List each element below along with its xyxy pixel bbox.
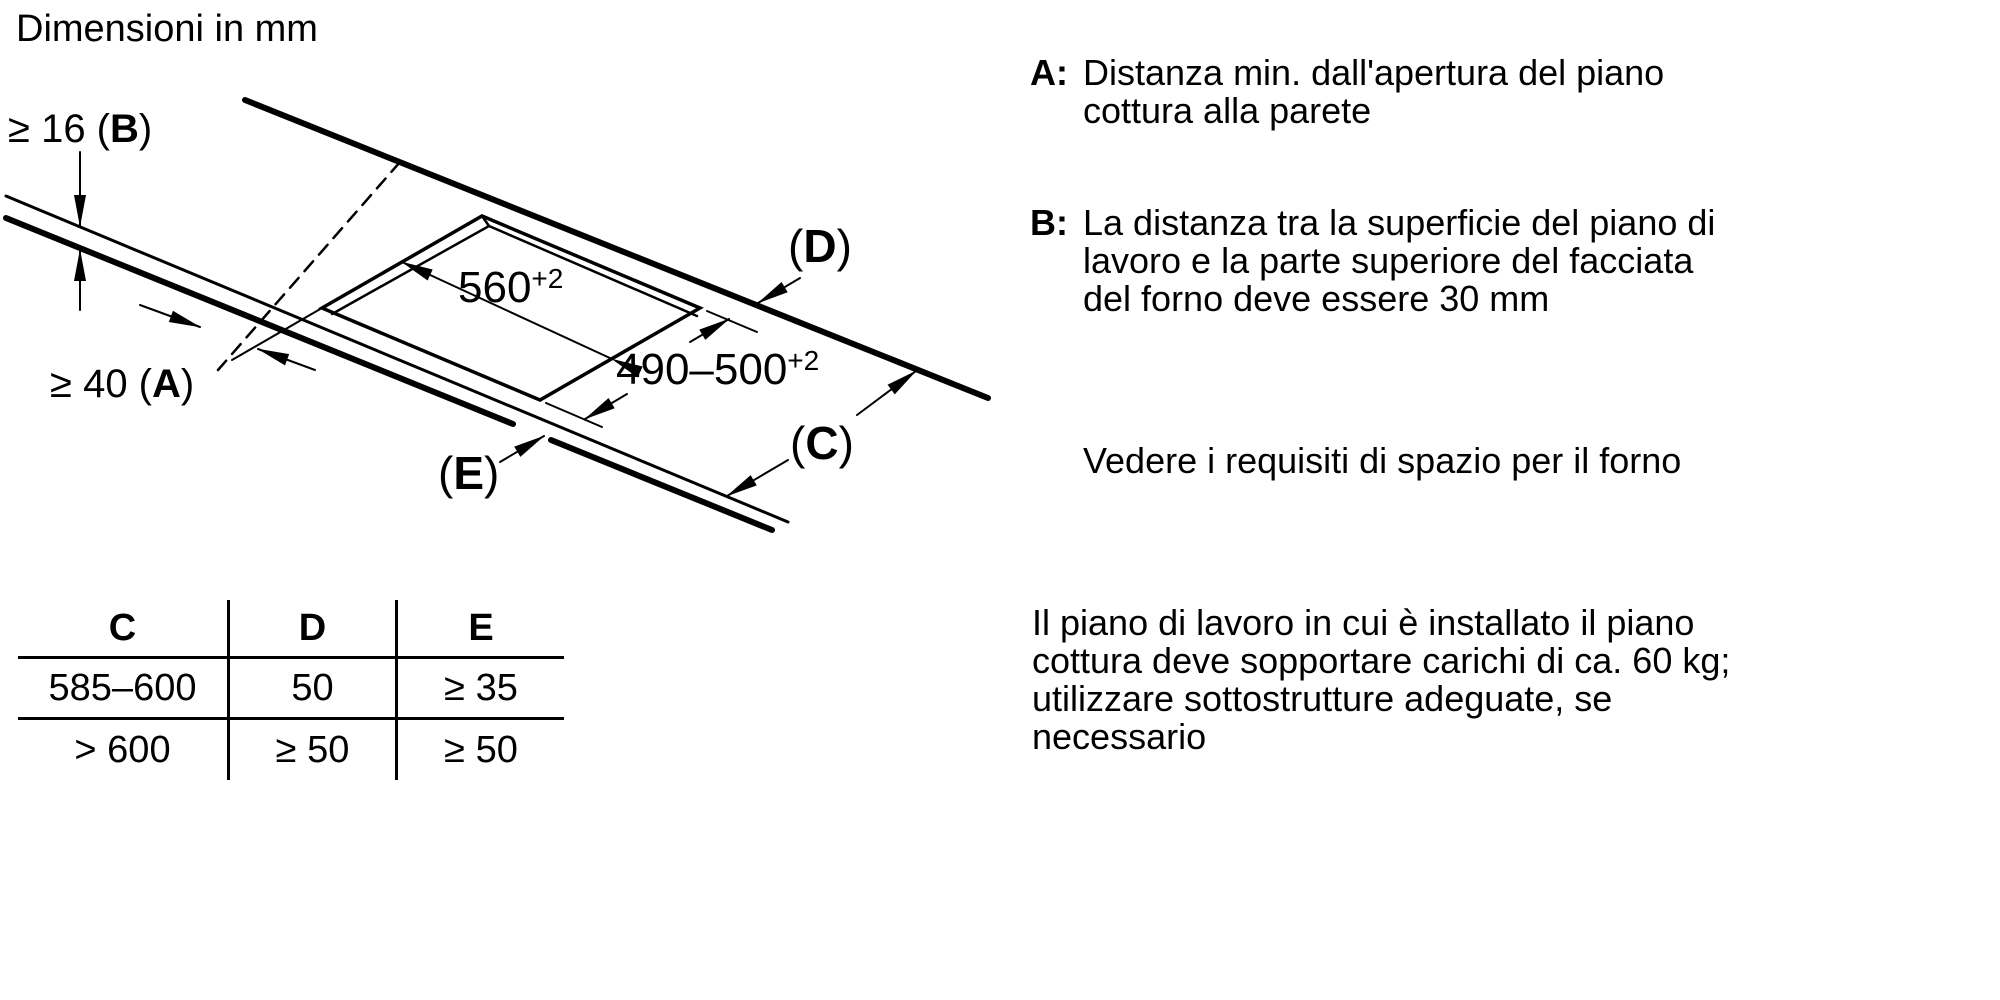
note-line: cottura alla parete — [1083, 90, 1372, 131]
note-line: cottura deve sopportare carichi di ca. 6… — [1032, 640, 1731, 681]
table-header-d: D — [228, 600, 398, 659]
note-line: Il piano di lavoro in cui è installato i… — [1032, 602, 1695, 643]
table-cell: ≥ 50 — [228, 718, 398, 780]
note-b: B: La distanza tra la superficie del pia… — [1030, 204, 1715, 318]
table-cell: 585–600 — [18, 657, 230, 720]
worktop-front-top-edge — [4, 194, 790, 524]
worktop-front-bottom-edge-2 — [548, 437, 775, 533]
note-a-text: Distanza min. dall'apertura del piano co… — [1083, 54, 1664, 130]
dim-490-arrow-down — [584, 393, 628, 420]
note-line: del forno deve essere 30 mm — [1083, 278, 1550, 319]
cutout-corner-step — [480, 214, 491, 228]
dim-560-line — [401, 261, 643, 378]
label-a: ≥ 40 (A) — [50, 362, 194, 406]
note-oven-space: Vedere i requisiti di spazio per il forn… — [1083, 440, 1682, 481]
note-line: utilizzare sottostrutture adeguate, se — [1032, 678, 1613, 719]
dim-490-arrow-up — [689, 318, 730, 343]
note-line: La distanza tra la superficie del piano … — [1083, 202, 1716, 243]
note-a-label: A: — [1030, 52, 1068, 93]
note-b-text: La distanza tra la superficie del piano … — [1083, 204, 1715, 318]
note-load-capacity: Il piano di lavoro in cui è installato i… — [1032, 604, 1730, 756]
table-cell: 50 — [228, 657, 398, 720]
note-line: lavoro e la parte superiore del facciata — [1083, 240, 1694, 281]
note-line: necessario — [1032, 716, 1207, 757]
table-cell: ≥ 50 — [444, 728, 518, 771]
table-row: > 600 ≥ 50 ≥ 50 — [18, 718, 564, 780]
wall-line — [242, 97, 991, 401]
pointer-d — [757, 277, 801, 304]
dim-560-label: 560+2 — [458, 263, 563, 312]
note-a: A: Distanza min. dall'apertura del piano… — [1030, 54, 1664, 130]
table-row: 585–600 50 ≥ 35 — [18, 657, 564, 720]
label-b: ≥ 16 (B) — [8, 107, 152, 151]
note-b-label: B: — [1030, 202, 1068, 243]
clearance-table: C D E 585–600 50 ≥ 35 > 600 ≥ 50 ≥ 50 — [18, 600, 564, 780]
dim-a-arrow-left — [139, 304, 201, 328]
label-d: (D) — [788, 220, 852, 272]
extension-line-right-top — [706, 310, 758, 333]
worktop-front-bottom-edge — [3, 215, 516, 427]
pointer-c-down — [726, 459, 789, 497]
dim-490-label: 490–500+2 — [616, 345, 819, 394]
table-header-c: C — [18, 600, 230, 659]
label-e: (E) — [438, 447, 499, 499]
extension-line-right-bottom — [545, 402, 603, 428]
note-line: Distanza min. dall'apertura del piano — [1083, 52, 1665, 93]
dim-a-arrow-right — [257, 348, 316, 371]
table-header-e: E — [396, 600, 564, 659]
pointer-e — [499, 435, 545, 463]
table-header-row: C D E — [18, 600, 564, 659]
installation-diagram: ≥ 16 (B) ≥ 40 (A) (D) (C) (E) 560+2 490–… — [3, 97, 991, 533]
label-c: (C) — [790, 417, 854, 469]
table-cell: > 600 — [18, 718, 230, 780]
table-cell: ≥ 35 — [396, 657, 564, 720]
side-wall-dashed-line — [216, 160, 402, 372]
extension-line-left — [231, 307, 323, 361]
pointer-c-up — [856, 370, 917, 416]
page-title: Dimensioni in mm — [16, 8, 318, 50]
